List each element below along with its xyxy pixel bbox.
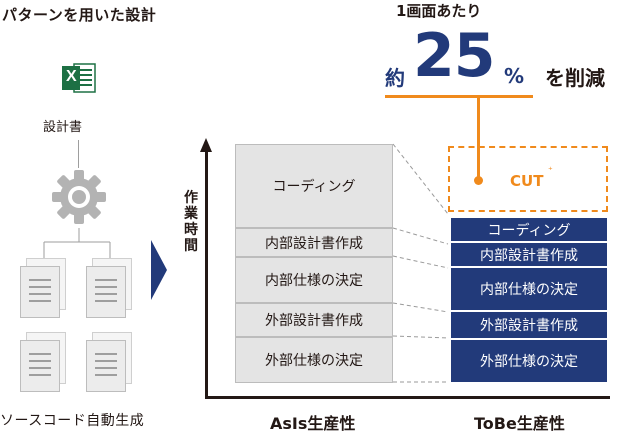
y-axis-label: 作業時間: [184, 190, 198, 254]
design-doc-label: 設計書: [43, 120, 83, 135]
source-gen-label: ソースコード自動生成: [0, 413, 145, 429]
x-label-asis: AsIs生産性: [270, 414, 356, 433]
scissors-spark-icon: ⁺: [548, 166, 553, 176]
excel-letter: X: [66, 68, 77, 85]
source-doc-4: [86, 332, 146, 396]
cut-region: [448, 146, 608, 212]
asis-external-spec: 外部仕様の決定: [235, 337, 393, 383]
headline-pointer-line: [477, 96, 480, 178]
asis-internal-design-doc: 内部設計書作成: [235, 228, 393, 257]
y-axis: [205, 148, 208, 398]
percent-sign: %: [504, 64, 525, 88]
gear-icon: [48, 166, 110, 228]
y-axis-arrow-icon: [200, 138, 212, 152]
tobe-coding: コーディング: [450, 217, 608, 242]
reduction-value: 25: [413, 21, 495, 91]
tobe-external-spec: 外部仕様の決定: [450, 339, 608, 383]
flow-connector: [78, 140, 79, 168]
source-doc-2: [86, 258, 146, 322]
cut-label: CUT: [510, 172, 544, 190]
excel-icon: X: [62, 62, 96, 94]
tobe-internal-design-doc: 内部設計書作成: [450, 242, 608, 267]
flow-arrow-icon: [151, 240, 167, 300]
source-doc-1: [20, 258, 80, 322]
cut-pointer-dot: [474, 176, 483, 185]
page-title: パターンを用いた設計: [2, 6, 157, 24]
source-doc-3: [20, 332, 80, 396]
headline-underline: [385, 95, 533, 98]
tobe-internal-spec: 内部仕様の決定: [450, 267, 608, 311]
asis-coding: コーディング: [235, 144, 393, 228]
x-axis: [205, 396, 610, 399]
reduction-label: を削減: [545, 66, 605, 90]
approx-label: 約: [385, 66, 405, 90]
per-screen-label: 1画面あたり: [396, 2, 482, 20]
x-label-tobe: ToBe生産性: [474, 414, 565, 433]
asis-external-design-doc: 外部設計書作成: [235, 303, 393, 337]
asis-internal-spec: 内部仕様の決定: [235, 257, 393, 303]
tobe-external-design-doc: 外部設計書作成: [450, 311, 608, 339]
